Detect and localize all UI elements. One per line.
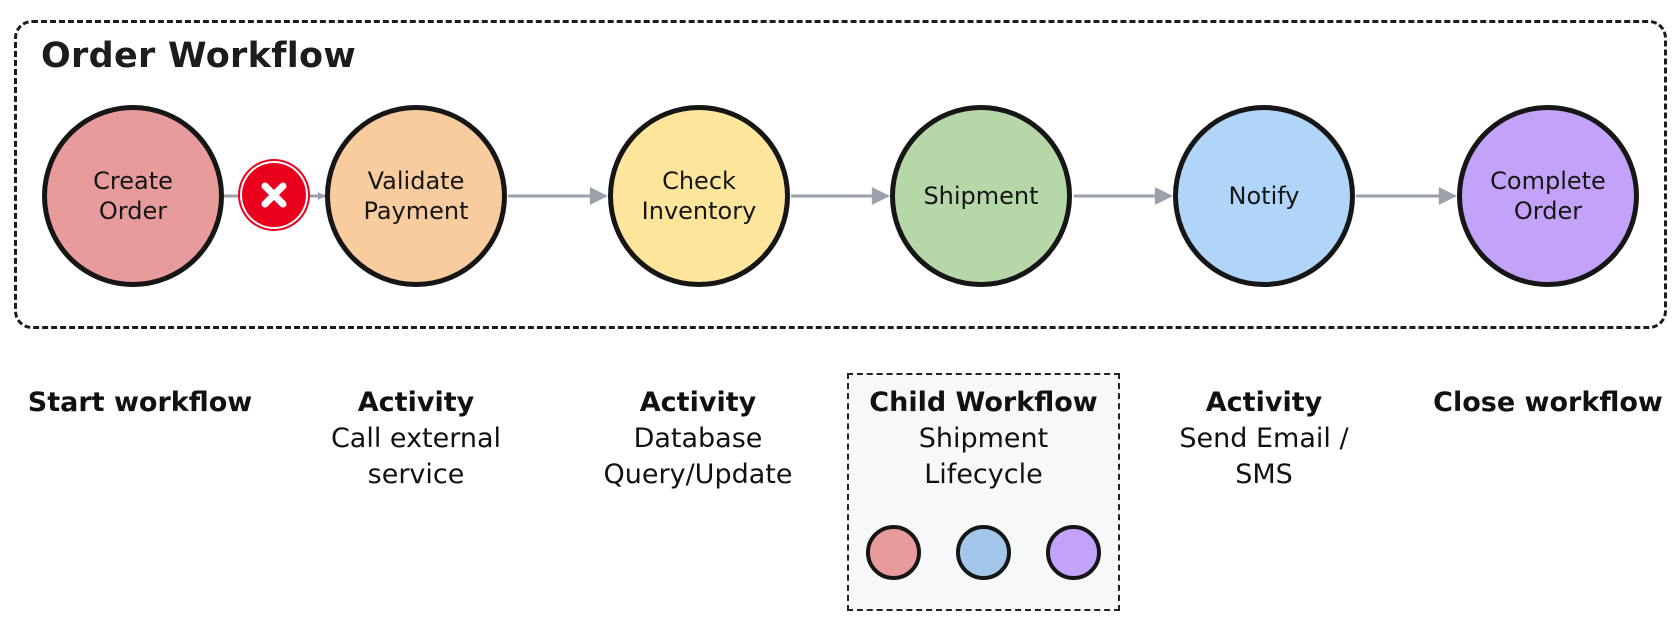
caption-title: Activity bbox=[357, 387, 475, 418]
caption-start: Start workflow bbox=[10, 385, 270, 421]
node-label: Notify bbox=[1228, 182, 1300, 210]
node-label: Complete Order bbox=[1490, 167, 1606, 225]
caption-notify: Activity Send Email / SMS bbox=[1134, 385, 1394, 493]
caption-title: Close workflow bbox=[1433, 387, 1663, 418]
caption-desc: Send Email / SMS bbox=[1179, 423, 1349, 490]
caption-validate: Activity Call external service bbox=[286, 385, 546, 493]
node-validate-payment: Validate Payment bbox=[325, 105, 507, 287]
caption-desc: Call external service bbox=[330, 423, 502, 490]
node-label: Check Inventory bbox=[641, 167, 757, 225]
caption-desc: Database Query/Update bbox=[603, 423, 793, 490]
x-mark bbox=[261, 182, 287, 208]
caption-shipment: Child Workflow Shipment Lifecycle bbox=[849, 385, 1118, 493]
node-check-inventory: Check Inventory bbox=[608, 105, 790, 287]
node-label: Shipment bbox=[923, 182, 1039, 210]
node-complete-order: Complete Order bbox=[1457, 105, 1639, 287]
child-node-2 bbox=[956, 525, 1011, 580]
caption-title: Activity bbox=[1205, 387, 1323, 418]
child-node-1 bbox=[866, 525, 921, 580]
caption-close: Close workflow bbox=[1418, 385, 1678, 421]
caption-title: Activity bbox=[639, 387, 757, 418]
node-create-order: Create Order bbox=[42, 105, 224, 287]
node-notify: Notify bbox=[1173, 105, 1355, 287]
child-workflow-box: Child Workflow Shipment Lifecycle bbox=[847, 373, 1120, 611]
caption-title: Child Workflow bbox=[869, 387, 1098, 418]
child-node-3 bbox=[1046, 525, 1101, 580]
node-label: Validate Payment bbox=[363, 167, 469, 225]
caption-title: Start workflow bbox=[27, 387, 253, 418]
caption-inventory: Activity Database Query/Update bbox=[568, 385, 828, 493]
caption-desc: Shipment Lifecycle bbox=[918, 423, 1049, 490]
node-label: Create Order bbox=[93, 167, 173, 225]
x-circle-icon bbox=[242, 163, 306, 227]
workflow-title: Order Workflow bbox=[41, 36, 356, 76]
order-workflow-container bbox=[14, 20, 1667, 329]
node-shipment: Shipment bbox=[890, 105, 1072, 287]
